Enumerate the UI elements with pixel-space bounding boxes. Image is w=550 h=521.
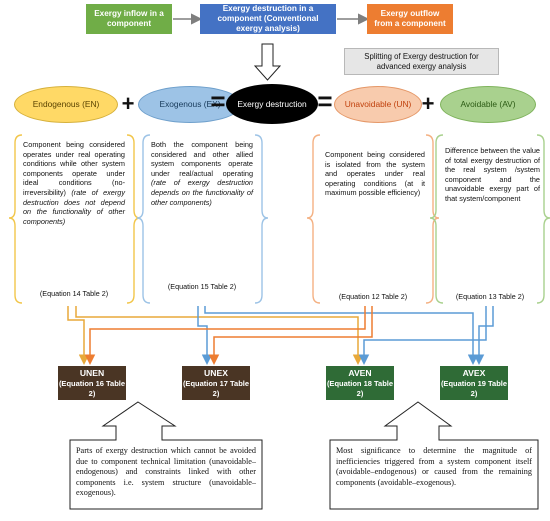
aven-equation-ref: (Equation 18 Table 2): [326, 379, 394, 398]
exogenous-description-text: Both the component being considered and …: [151, 140, 253, 178]
brace-avoidable: [429, 134, 444, 304]
connector-un-to-unex: [208, 306, 373, 365]
exergy-outflow-box: Exergy outflow from a component: [367, 4, 453, 34]
connector-ex-to-avex: [204, 306, 479, 365]
exergy-destruction-box: Exergy destruction in a component (Conve…: [200, 4, 336, 34]
endogenous-ellipse: Endogenous (EN): [14, 86, 118, 123]
unex-equation-ref: (Equation 17 Table 2): [182, 379, 250, 398]
brace-endogenous-right: [126, 134, 141, 304]
unen-equation-ref: (Equation 16 Table 2): [58, 379, 126, 398]
callout-avoidable-shape: [329, 401, 539, 510]
unen-box: UNEN (Equation 16 Table 2): [58, 366, 126, 400]
aven-box: AVEN (Equation 18 Table 2): [326, 366, 394, 400]
connector-av-to-aven: [358, 306, 487, 365]
brace-endogenous: [8, 134, 23, 304]
avoidable-callout-text: Most significance to determine the magni…: [336, 446, 532, 487]
exergy-destruction-ellipse: Exergy destruction: [226, 84, 318, 124]
brace-exogenous: [136, 134, 151, 304]
splitting-note-box: Splitting of Exergy destruction for adva…: [344, 48, 499, 75]
avoidable-ellipse: Avoidable (AV): [440, 86, 536, 123]
brace-unavoidable: [306, 134, 321, 304]
connector-en-to-unen: [67, 306, 90, 365]
exogenous-description-note: (rate of exergy destruction depends on t…: [151, 178, 253, 207]
exogenous-description: Both the component being considered and …: [151, 140, 253, 207]
avex-box: AVEX (Equation 19 Table 2): [440, 366, 508, 400]
unavoidable-ellipse: Unavoidable (UN): [334, 86, 422, 123]
unavoidable-equation-ref: (Equation 12 Table 2): [338, 292, 408, 301]
equals-sign-2: =: [317, 86, 333, 116]
connector-en-to-aven: [75, 306, 364, 365]
unex-title: UNEX: [204, 368, 228, 378]
exogenous-equation-ref: (Equation 15 Table 2): [167, 282, 237, 291]
connector-un-to-unen: [84, 306, 366, 365]
equals-sign-1: =: [210, 86, 226, 116]
exergy-inflow-box: Exergy inflow in a component: [86, 4, 172, 34]
avex-equation-ref: (Equation 19 Table 2): [440, 379, 508, 398]
connector-ex-to-unex: [197, 306, 213, 365]
aven-title: AVEN: [348, 368, 372, 378]
endogenous-equation-ref: (Equation 14 Table 2): [39, 289, 109, 298]
connector-av-to-avex: [473, 306, 494, 365]
endogenous-description-text: Component being considered operates unde…: [23, 140, 125, 197]
endogenous-description-note: (rate of exergy destruction does not dep…: [23, 187, 125, 226]
plus-sign-2: +: [421, 91, 435, 116]
unavoidable-description: Component being considered is isolated f…: [325, 150, 425, 198]
endogenous-description: Component being considered operates unde…: [23, 140, 125, 226]
unavoidable-callout-text: Parts of exergy destruction which cannot…: [76, 446, 256, 498]
hollow-down-arrow: [253, 43, 282, 81]
brace-avoidable-right: [536, 134, 550, 304]
plus-sign-1: +: [121, 91, 135, 116]
avoidable-equation-ref: (Equation 13 Table 2): [455, 292, 525, 301]
brace-exogenous-right: [254, 134, 269, 304]
brace-unavoidable-right: [425, 134, 440, 304]
avoidable-description: Difference between the value of total ex…: [445, 146, 540, 203]
callout-unavoidable-shape: [69, 401, 263, 510]
unen-title: UNEN: [79, 368, 105, 378]
exogenous-ellipse: Exogenous (EX): [138, 86, 242, 123]
avex-title: AVEX: [462, 368, 486, 378]
unex-box: UNEX (Equation 17 Table 2): [182, 366, 250, 400]
